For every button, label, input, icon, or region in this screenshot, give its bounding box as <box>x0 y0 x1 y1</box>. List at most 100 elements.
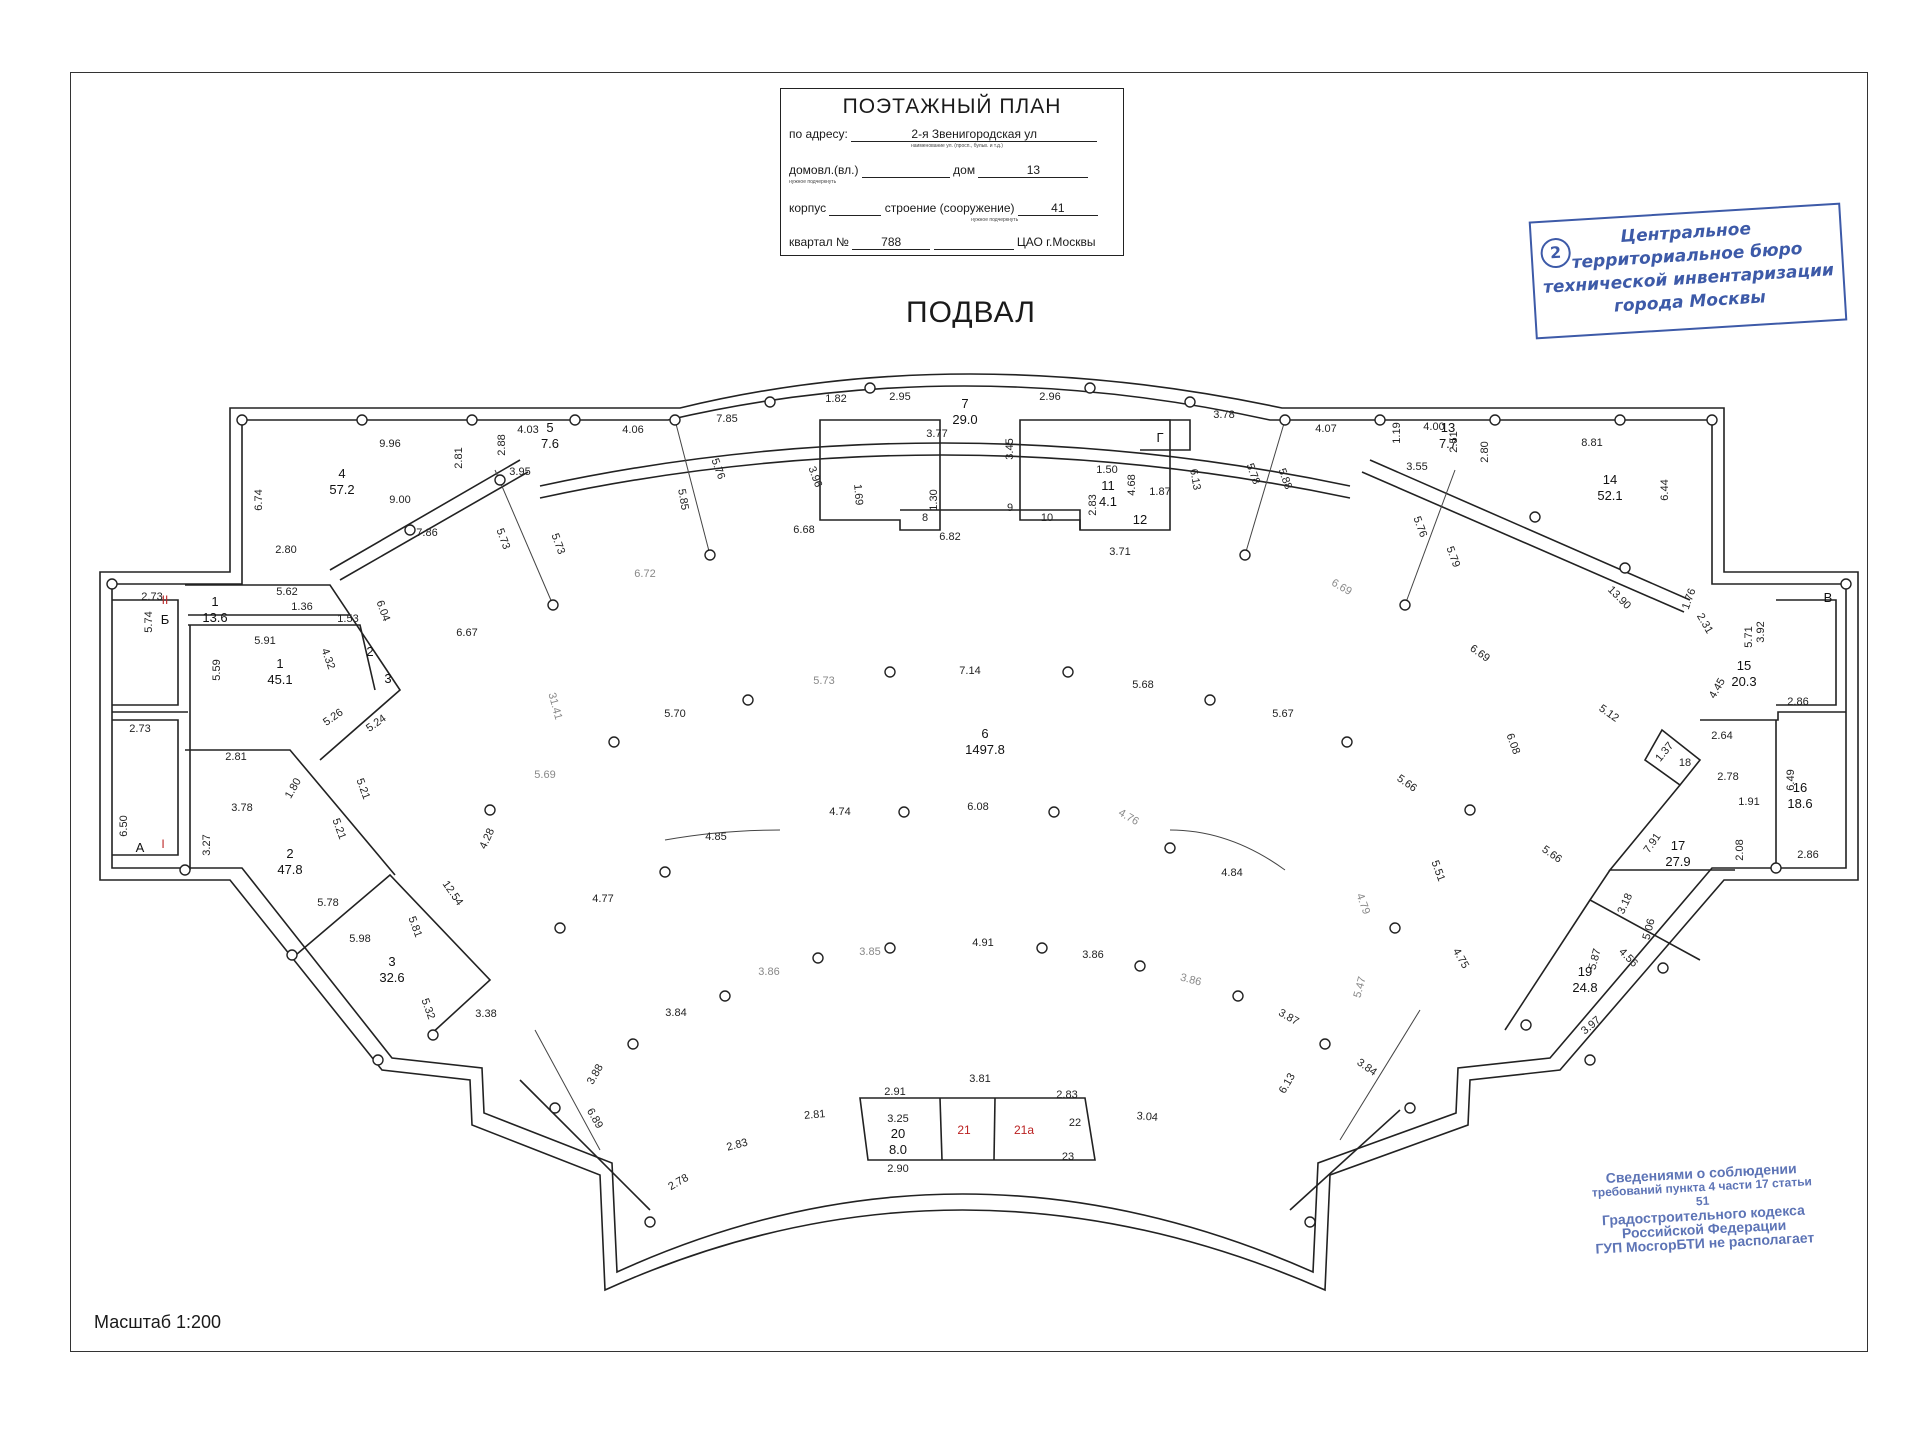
dimension-label: 2.78 <box>1717 771 1738 783</box>
dimension-label: 5.78 <box>1244 462 1263 486</box>
dimension-label: 5.73 <box>813 675 834 687</box>
dimension-label: 2.31 <box>1694 611 1715 636</box>
stair-marks: Б А Г В II I <box>136 430 1833 855</box>
dimension-label: 3.86 <box>1179 972 1203 989</box>
stroenie-hint: нужное подчеркнуть <box>971 217 1019 223</box>
dimension-label: 3.86 <box>1082 949 1103 961</box>
dimension-label: 5.12 <box>1597 702 1621 724</box>
dimension-label: 6.72 <box>634 568 655 580</box>
dimension-label: 4.68 <box>1126 474 1138 495</box>
dimension-label: 3.84 <box>665 1007 686 1019</box>
dimension-label: 5.76 <box>1411 515 1430 539</box>
dimension-label: 31.41 <box>546 691 565 721</box>
dimension-label: 3.78 <box>231 802 252 814</box>
dimension-label: 5.68 <box>1132 679 1153 691</box>
dimension-label: 3.25 <box>887 1113 908 1125</box>
address-row: по адресу: 2-я Звенигородская ул <box>789 127 1115 142</box>
domovl-label: домовл.(вл.) <box>789 163 859 177</box>
dimension-label: 4.00 <box>1423 421 1444 433</box>
dimension-label: 3.85 <box>859 946 880 958</box>
dimension-label: 1.30 <box>928 489 940 510</box>
dimension-label: 3.45 <box>1004 438 1016 459</box>
dimension-label: 2.80 <box>1479 441 1491 462</box>
dimension-label: 5.51 <box>1429 859 1448 883</box>
dimension-label: 1.76 <box>1680 587 1699 611</box>
room-mark: 3 <box>384 671 391 686</box>
dimension-label: 3.71 <box>1109 546 1130 558</box>
stair-mark: В <box>1824 590 1833 605</box>
dimension-label: 2.86 <box>1797 849 1818 861</box>
room-mark: 12 <box>1133 512 1147 527</box>
dimension-label: 9.00 <box>389 494 410 506</box>
dimension-label: 4.03 <box>517 424 538 436</box>
dimension-label: 2.81 <box>804 1108 826 1122</box>
dimension-label: 5.81 <box>406 915 425 939</box>
address-value: 2-я Звенигородская ул <box>851 127 1098 142</box>
dimension-label: 1.19 <box>1391 422 1403 443</box>
dimension-label: 5.62 <box>276 586 297 598</box>
dimension-label: 2.08 <box>1734 839 1746 860</box>
dimension-label: 1.37 <box>1653 740 1676 764</box>
dimension-label: 4.85 <box>705 831 726 843</box>
dimension-label: 6.69 <box>1468 642 1492 664</box>
dimension-label: 7.91 <box>1641 831 1663 855</box>
dimension-label: 2.83 <box>1087 494 1099 515</box>
dimension-label: 3.18 <box>1615 891 1635 915</box>
dimension-label: 4.28 <box>477 826 497 850</box>
dimension-label: 1.87 <box>1149 486 1170 498</box>
room-mark: 2 <box>366 644 373 659</box>
dimension-label: 5.47 <box>1352 975 1369 999</box>
dom-label: дом <box>953 163 976 177</box>
dimension-label: 3.04 <box>1136 1110 1158 1124</box>
dimension-label: 2.83 <box>1056 1089 1077 1101</box>
dimension-label: 1.91 <box>1738 796 1759 808</box>
room-marks: 2 3 12 8 9 10 18 22 23 21 21a <box>366 502 1691 1163</box>
dimension-label: 12.54 <box>440 879 466 908</box>
dimension-label: 3.78 <box>1213 409 1234 421</box>
dimension-label: 2.64 <box>1711 730 1732 742</box>
dimension-label: 2.81 <box>225 751 246 763</box>
dimension-label: 5.71 <box>1743 626 1755 647</box>
dimension-label: 3.88 <box>585 1062 606 1087</box>
dimension-label: 6.49 <box>1785 769 1797 790</box>
room-mark: 9 <box>1007 502 1013 514</box>
stroenie-label: строение (сооружение) <box>884 201 1015 215</box>
room-mark: 18 <box>1679 757 1691 769</box>
dimension-label: 6.67 <box>456 627 477 639</box>
room-mark: 21a <box>1014 1123 1034 1137</box>
dimension-label: 4.91 <box>972 937 993 949</box>
dimension-label: 6.69 <box>1329 577 1354 598</box>
dimension-label: 2.73 <box>129 723 150 735</box>
dimension-label: 7.85 <box>716 413 737 425</box>
dimension-label: 1.80 <box>283 776 304 801</box>
dimension-label: 4.76 <box>1116 807 1141 828</box>
dimension-label: 6.44 <box>1659 479 1671 500</box>
plan-title: ПОЭТАЖНЫЙ ПЛАН <box>842 95 1062 118</box>
dimension-label: 3.92 <box>1755 621 1767 642</box>
dimension-label: 8.81 <box>1581 437 1602 449</box>
dimension-label: 4.77 <box>592 893 613 905</box>
dimension-label: 4.32 <box>319 647 338 671</box>
dimension-label: 2.83 <box>725 1137 749 1154</box>
dimension-label: 6.68 <box>793 524 814 536</box>
dimension-label: 5.85 <box>675 488 691 511</box>
dimension-label: 4.84 <box>1221 867 1242 879</box>
room-mark: 21 <box>957 1123 971 1137</box>
dimension-label: 1.53 <box>337 613 358 625</box>
dimension-label: 2.78 <box>666 1172 691 1193</box>
dimension-label: 3.86 <box>758 966 779 978</box>
dimension-label: 1.36 <box>291 601 312 613</box>
dimension-label: 6.08 <box>1504 732 1523 756</box>
dimension-label: 4.07 <box>1315 423 1336 435</box>
dimension-label: 3.84 <box>1355 1056 1379 1078</box>
dimension-label: 2.86 <box>1787 696 1808 708</box>
dimension-label: 5.69 <box>534 769 555 781</box>
